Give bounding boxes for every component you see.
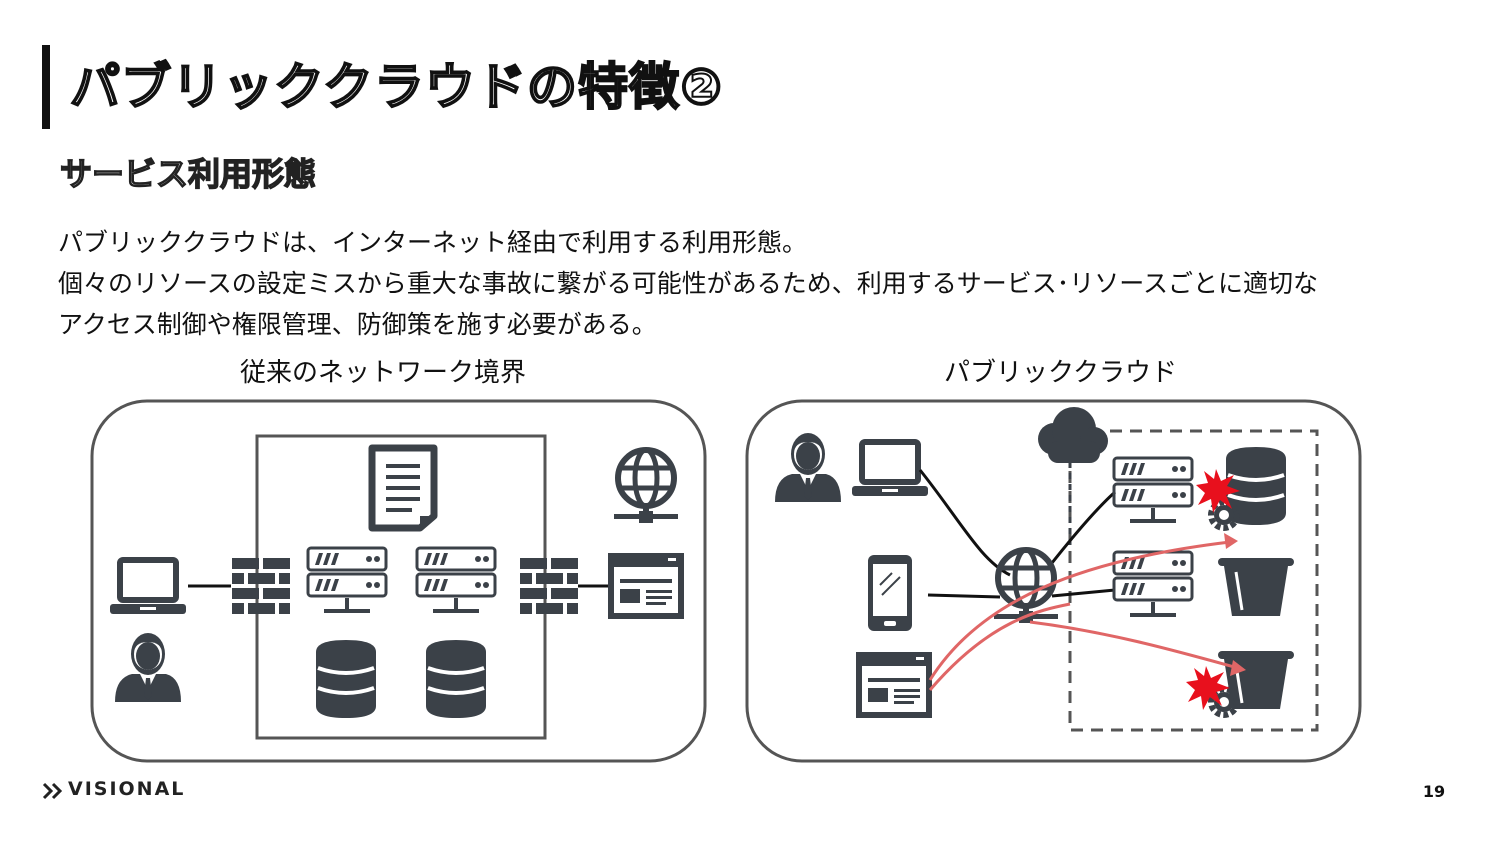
attack-arrow	[928, 540, 1231, 681]
user-icon	[115, 633, 181, 702]
cloud-icon	[1038, 407, 1108, 463]
browser-window-icon	[608, 553, 684, 619]
bucket-icon	[1216, 556, 1296, 618]
cloud-boundary	[1068, 429, 1319, 732]
left-diagram-frame	[90, 399, 707, 763]
body-line: 個々のリソースの設定ミスから重大な事故に繋がる可能性があるため、利用するサービス…	[58, 269, 1319, 298]
perimeter-box	[255, 434, 547, 740]
connection-line	[1046, 490, 1117, 569]
body-line: アクセス制御や権限管理、防御策を施す必要がある。	[58, 310, 657, 339]
right-diagram-frame	[745, 399, 1362, 763]
connection-line	[918, 469, 1011, 577]
user-icon	[775, 433, 841, 502]
attack-arrow	[1029, 620, 1239, 670]
server-icon	[1114, 458, 1192, 523]
connection-line	[1051, 588, 1116, 598]
title-accent-bar	[42, 45, 50, 129]
browser-window-icon	[856, 652, 932, 718]
attack-arrow	[928, 602, 1071, 691]
right-diagram-label: パブリッククラウド	[944, 358, 1177, 388]
firewall-icon	[232, 558, 290, 614]
connection-line	[927, 593, 1001, 599]
document-icon	[372, 448, 434, 528]
slide-subtitle: サービス利用形態	[59, 154, 317, 193]
database-icon	[1224, 445, 1288, 527]
laptop-icon	[852, 442, 928, 496]
visional-logo: VISIONAL	[68, 778, 186, 800]
page-number: 19	[1422, 782, 1446, 801]
body-text: パブリッククラウドは、インターネット経由で利用する利用形態。 個々のリソースの設…	[58, 222, 1318, 345]
server-icon	[308, 548, 386, 613]
attack-arrow-head	[1230, 660, 1246, 676]
server-icon	[417, 548, 495, 613]
globe-icon	[614, 450, 678, 523]
laptop-icon	[110, 560, 186, 614]
left-diagram-label: 従来のネットワーク境界	[240, 358, 527, 388]
slide-title: パブリッククラウドの特徴②	[69, 57, 724, 117]
database-icon	[314, 638, 378, 720]
visional-logo-mark	[42, 782, 63, 800]
firewall-icon	[520, 558, 578, 614]
attack-arrow-head	[1224, 533, 1238, 549]
body-line: パブリッククラウドは、インターネット経由で利用する利用形態。	[58, 228, 808, 257]
database-icon	[424, 638, 488, 720]
smartphone-icon	[867, 554, 913, 632]
